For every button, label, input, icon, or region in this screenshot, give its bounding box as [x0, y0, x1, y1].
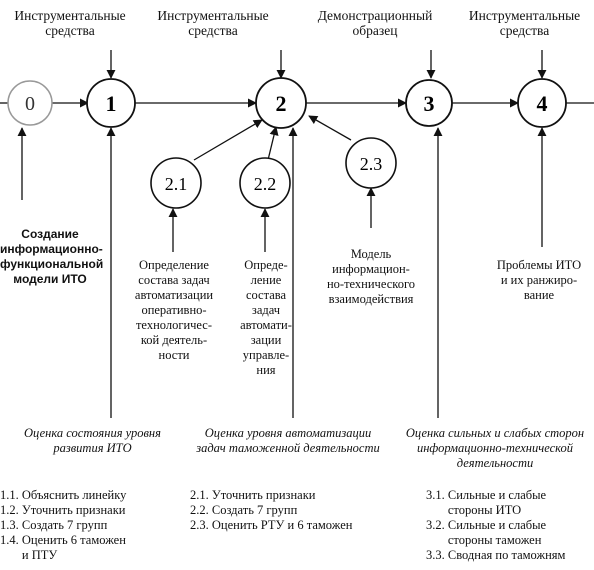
- node-2-3-label: 2.3: [360, 154, 383, 174]
- list-step-1: 1.1. Объяснить линейку 1.2. Уточнить при…: [0, 488, 127, 562]
- node-4: [517, 78, 567, 128]
- arrow-21-2: [193, 119, 263, 161]
- list-step-2: 2.1. Уточнить признаки 2.2. Создать 7 гр…: [190, 488, 353, 532]
- header-demo: Демонстрационный образец: [317, 8, 433, 38]
- node-2-2-label: 2.2: [254, 174, 277, 194]
- list-step-3: 3.1. Сильные и слабые стороны ИТО 3.2. С…: [426, 488, 566, 562]
- label-model-info: Модель информацион- но-технического взаи…: [326, 247, 416, 306]
- node-2-3: [345, 137, 397, 189]
- header-tools-4: Инструментальные средства: [468, 8, 581, 38]
- assessment-1: Оценка состояния уровня развития ИТО: [24, 426, 161, 455]
- label-problems: Проблемы ИТО и их ранжиро- вание: [496, 258, 582, 302]
- node-2-1-label: 2.1: [165, 174, 188, 194]
- node-4-label: 4: [537, 91, 548, 116]
- node-0-label: 0: [25, 93, 35, 115]
- arrow-22-2: [267, 126, 279, 161]
- assessment-2: Оценка уровня автоматизации задач таможе…: [196, 426, 380, 455]
- node-3-label: 3: [424, 91, 435, 116]
- label-tasks-mgmt: Опреде- ление состава задач автомати- за…: [240, 258, 292, 377]
- node-3: [405, 79, 453, 127]
- node-1: [86, 78, 136, 128]
- header-tools-1: Инструментальные средства: [14, 8, 126, 38]
- header-tools-2: Инструментальные средства: [157, 8, 269, 38]
- label-tasks-tech: Определение состава задач автоматизации …: [134, 258, 214, 362]
- assessment-3: Оценка сильных и слабых сторон информаци…: [405, 426, 585, 470]
- node-2-label: 2: [276, 91, 287, 116]
- label-create-model: Создание информационно- функциональной м…: [0, 227, 104, 286]
- node-2-1: [150, 157, 202, 209]
- node-2-2: [239, 157, 291, 209]
- node-2: [255, 77, 307, 129]
- node-0: [7, 80, 53, 126]
- node-1-label: 1: [106, 91, 117, 116]
- arrow-23-2: [308, 115, 352, 141]
